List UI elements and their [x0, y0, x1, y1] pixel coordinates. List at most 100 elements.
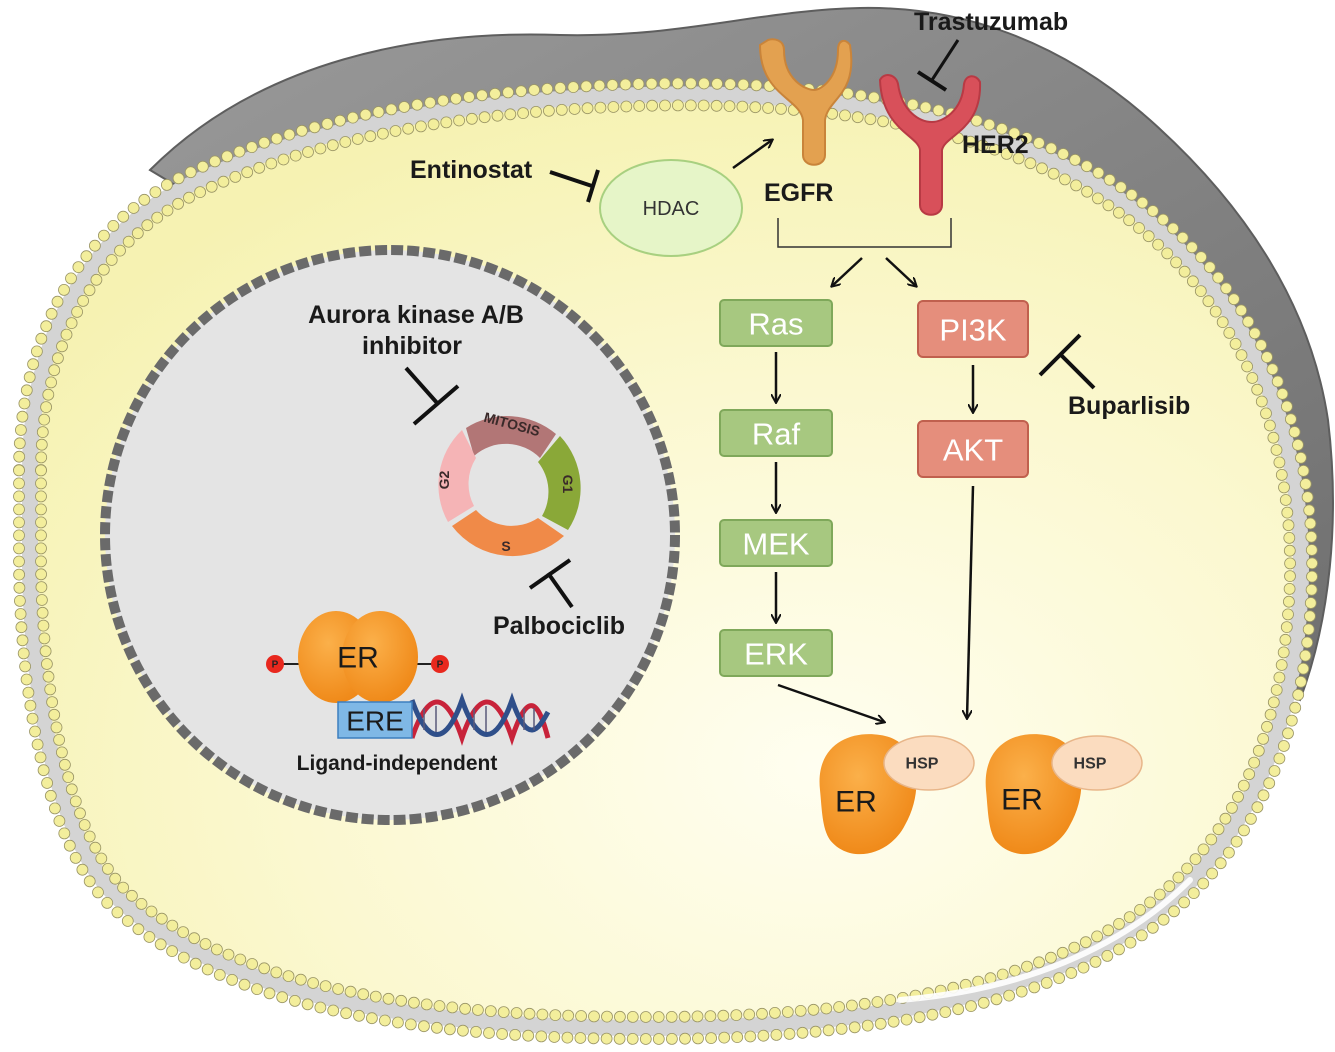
membrane-bead: [101, 897, 114, 909]
membrane-bead: [245, 141, 258, 154]
mitosis-segment: [466, 416, 556, 458]
membrane-bead: [143, 931, 156, 943]
membrane-bead: [1273, 456, 1286, 469]
membrane-bead: [913, 1011, 926, 1024]
membrane-bead: [809, 1025, 822, 1038]
membrane-bead: [1147, 205, 1159, 217]
membrane-bead: [340, 1007, 353, 1020]
membrane-bead: [970, 114, 983, 127]
membrane-bead: [213, 969, 226, 981]
svg-text:P: P: [272, 660, 279, 671]
membrane-bead: [35, 568, 47, 581]
membrane-bead: [1102, 199, 1115, 212]
membrane-bead: [172, 172, 185, 185]
buparlisib-inhibitor-bar: [1038, 333, 1082, 377]
membrane-bead: [141, 219, 154, 232]
membrane-bead: [24, 699, 37, 712]
membrane-bead: [515, 85, 527, 98]
membrane-bead: [389, 125, 402, 137]
membrane-bead: [1153, 888, 1166, 901]
membrane-bead: [1268, 765, 1281, 777]
membrane-bead: [1295, 675, 1307, 688]
membrane-bead: [757, 1029, 770, 1042]
membrane-bead: [1113, 918, 1125, 930]
membrane-bead: [685, 77, 697, 90]
membrane-bead: [35, 555, 47, 568]
membrane-bead: [1252, 744, 1265, 757]
membrane-bead: [1024, 157, 1037, 170]
membrane-bead: [864, 113, 877, 126]
membrane-bead: [1079, 936, 1092, 949]
membrane-bead: [626, 1011, 639, 1023]
membrane-bead: [807, 1003, 820, 1016]
membrane-bead: [1187, 275, 1199, 288]
membrane-bead: [1248, 756, 1260, 769]
entinostat-label: Entinostat: [410, 156, 533, 184]
membrane-bead: [378, 1014, 391, 1027]
membrane-bead: [295, 124, 308, 137]
membrane-bead: [35, 581, 48, 593]
membrane-bead: [1246, 372, 1259, 384]
membrane-bead: [46, 696, 58, 708]
membrane-bead: [35, 529, 47, 542]
nucleus: [100, 245, 680, 825]
membrane-bead: [554, 82, 567, 94]
membrane-bead: [404, 1018, 417, 1031]
membrane-bead: [420, 998, 433, 1011]
membrane-bead: [56, 746, 68, 759]
membrane-bead: [59, 758, 71, 771]
membrane-bead: [724, 78, 737, 91]
membrane-bead: [665, 1011, 678, 1023]
membrane-bead: [517, 107, 529, 119]
membrane-bead: [149, 186, 162, 199]
membrane-bead: [1230, 835, 1243, 848]
membrane-bead: [775, 103, 787, 115]
membrane-bead: [1280, 621, 1293, 633]
membrane-bead: [437, 94, 450, 107]
membrane-bead: [443, 1023, 456, 1036]
membrane-bead: [1301, 636, 1314, 649]
membrane-bead: [263, 987, 276, 1000]
membrane-bead: [308, 121, 321, 134]
her2-label: HER2: [962, 131, 1029, 159]
membrane-bead: [201, 963, 214, 976]
membrane-bead: [184, 166, 197, 179]
membrane-bead: [1283, 595, 1295, 608]
aurora-inhibitor-bar: [412, 384, 460, 426]
membrane-bead: [238, 978, 251, 991]
membrane-bead: [1295, 451, 1307, 464]
membrane-bead: [302, 146, 314, 158]
membrane-bead: [1216, 316, 1229, 329]
membrane-bead: [351, 133, 364, 145]
membrane-bead: [13, 477, 25, 490]
membrane-bead: [1303, 504, 1316, 517]
membrane-bead: [385, 103, 398, 116]
membrane-band: [22, 86, 1309, 1037]
membrane-bead: [326, 139, 339, 152]
membrane-bead: [22, 686, 35, 699]
membrane-bead: [736, 100, 749, 113]
buparlisib-inhibitor: [1058, 352, 1096, 390]
membrane-bead: [679, 1032, 691, 1045]
membrane-bead: [861, 1019, 874, 1032]
membrane-bead: [1245, 813, 1257, 825]
membrane-bead: [575, 1010, 587, 1022]
svg-text:ERK: ERK: [744, 637, 808, 672]
membrane-bead: [13, 542, 25, 555]
membrane-bead: [976, 139, 989, 152]
membrane-bead: [990, 993, 1003, 1006]
membrane-bead: [221, 150, 234, 163]
membrane-bead: [276, 991, 289, 1004]
membrane-bead: [17, 647, 30, 660]
membrane-bead: [1305, 544, 1318, 556]
membrane-bead: [35, 438, 48, 451]
membrane-bead: [210, 943, 223, 956]
membrane-bead: [1065, 967, 1078, 979]
membrane-bead: [1103, 173, 1116, 186]
membrane-bead: [1255, 339, 1267, 352]
membrane-bead: [427, 118, 440, 131]
membrane-bead: [671, 77, 684, 90]
membrane-bead: [14, 424, 27, 436]
membrane-bead: [1292, 438, 1304, 451]
membrane-bead: [1176, 231, 1189, 244]
